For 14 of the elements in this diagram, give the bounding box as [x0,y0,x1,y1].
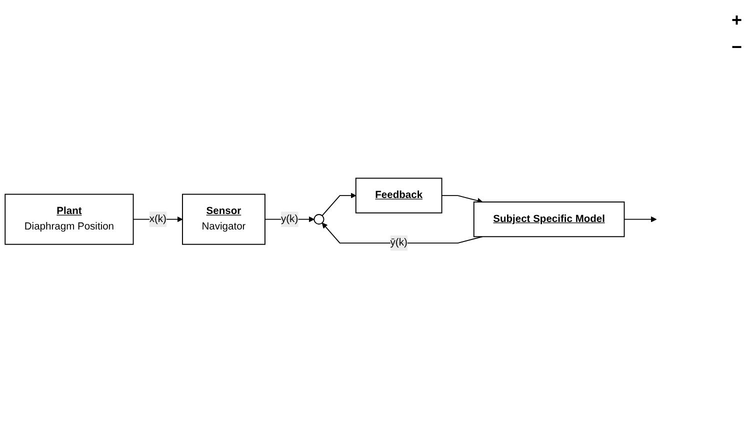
node-circle [314,214,324,225]
node-box: Feedback [355,178,442,214]
node-box: Sensor Navigator [182,194,266,245]
node-box: Plant Diaphragm Position [4,194,134,245]
sign-label: + [731,10,742,31]
sign-label: − [731,37,742,58]
edge-label: y(k) [281,214,298,224]
arrow [322,222,483,244]
arrow [322,192,356,216]
edge-label: x(k) [149,214,166,224]
arrow [441,195,483,204]
edge-label: ȳ(k) [390,237,408,248]
node-box: Subject Specific Model [473,202,625,238]
arrow [624,216,657,222]
